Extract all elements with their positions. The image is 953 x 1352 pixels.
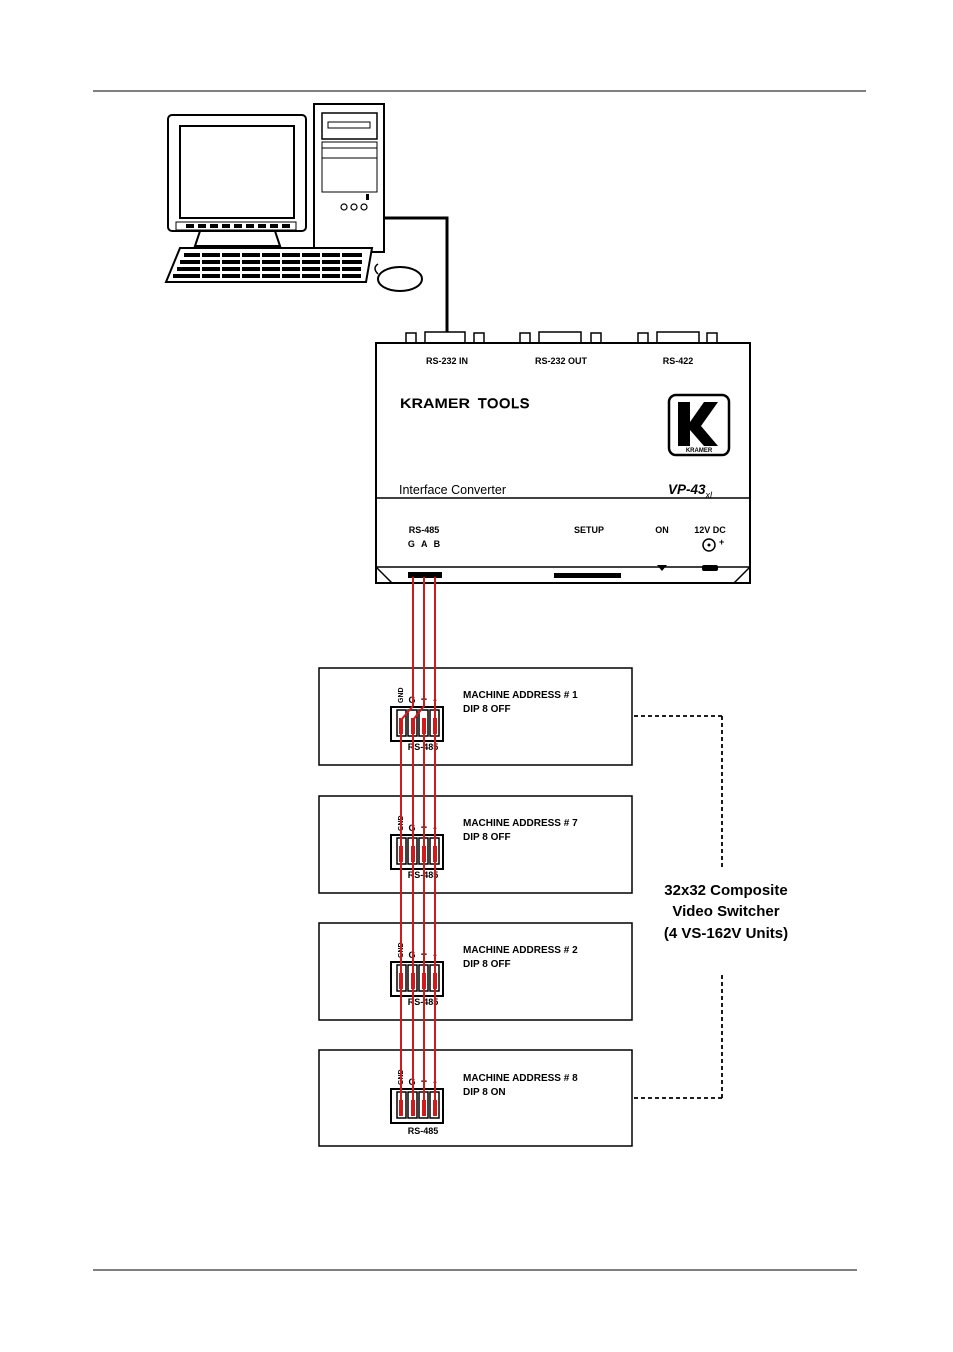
on-label: ON <box>655 525 669 535</box>
wire-caps <box>399 718 437 1116</box>
port-label-rs232-out: RS-232 OUT <box>535 356 588 366</box>
model-number: VP-43xl <box>668 482 713 500</box>
power-jack-icon: + <box>702 537 724 552</box>
rs485-label: RS-485 <box>409 525 440 535</box>
rs485-terminal <box>408 572 442 578</box>
unit-2: GND G + - RS-485 MACHINE ADDRESS # 7 DIP… <box>318 795 633 894</box>
switcher-label-line-2: Video Switcher <box>672 903 779 920</box>
on-led-icon <box>657 565 667 571</box>
unit-2-address: MACHINE ADDRESS # 7 <box>463 818 578 829</box>
unit-3: GND G + - RS-485 MACHINE ADDRESS # 2 DIP… <box>318 922 633 1021</box>
brand-text: KRAMER <box>400 395 470 411</box>
setup-switch <box>554 573 621 578</box>
unit-4: GND G + - RS-485 MACHINE ADDRESS # 8 DIP… <box>318 1049 633 1147</box>
model-suffix: xl <box>705 490 714 500</box>
tools-text: TOOLS <box>478 395 530 411</box>
db9-connectors <box>405 331 718 344</box>
logo-caption: KRAMER <box>686 448 713 454</box>
interface-converter: RS-232 IN RS-232 OUT RS-422 KRAMER TOOLS… <box>375 331 751 584</box>
rs232-cable <box>384 216 449 333</box>
wire-a <box>412 577 425 1112</box>
unit-1-gnd: GND <box>398 687 405 703</box>
port-label-rs232-in: RS-232 IN <box>426 356 468 366</box>
unit-1: GND G + - RS-485 MACHINE ADDRESS # 1 DIP… <box>318 667 633 766</box>
unit-3-dip: DIP 8 OFF <box>463 959 511 970</box>
rs485-wires <box>400 577 436 1112</box>
unit-3-address: MACHINE ADDRESS # 2 <box>463 945 578 956</box>
rs485-pins: G A B <box>408 539 441 549</box>
wire-g-4 <box>400 705 414 721</box>
unit-2-dip: DIP 8 OFF <box>463 832 511 843</box>
product-name: Interface Converter <box>399 483 506 497</box>
unit-1-address: MACHINE ADDRESS # 1 <box>463 690 578 701</box>
setup-label: SETUP <box>574 525 604 535</box>
port-label-rs422: RS-422 <box>663 356 694 366</box>
unit-4-dip: DIP 8 ON <box>463 1087 506 1098</box>
unit-1-dip: DIP 8 OFF <box>463 704 511 715</box>
kramer-logo: KRAMER <box>667 393 731 457</box>
switcher-label-line-3: (4 VS-162V Units) <box>664 925 788 942</box>
switcher-group-bracket <box>634 715 723 1099</box>
unit-4-port-label: RS-485 <box>408 1126 439 1136</box>
unit-4-address: MACHINE ADDRESS # 8 <box>463 1073 578 1084</box>
model-main: VP-43 <box>668 482 706 497</box>
power-socket <box>702 565 718 571</box>
power-label: 12V DC <box>694 525 726 535</box>
switcher-label-line-1: 32x32 Composite <box>664 882 787 899</box>
svg-text:+: + <box>719 537 724 547</box>
computer-icon <box>164 103 423 292</box>
